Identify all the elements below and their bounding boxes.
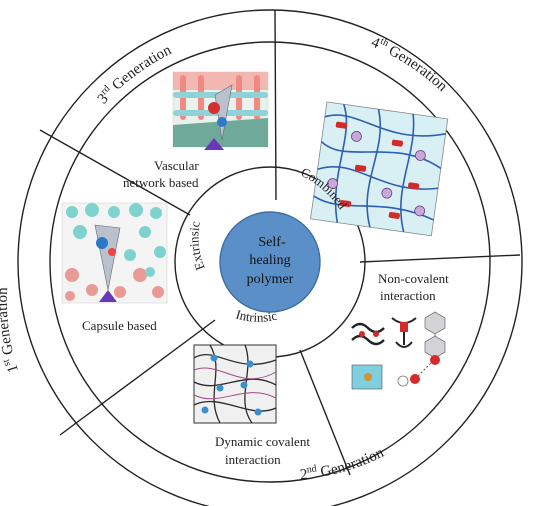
- divider-upper-left: [39, 129, 191, 216]
- capsule-label: Capsule based: [82, 318, 157, 333]
- vascular-label-line-2: network based: [123, 175, 199, 190]
- core-line-1: Self-: [258, 235, 286, 250]
- core-line-3: polymer: [247, 272, 294, 287]
- generation-1-label: 1st Generation: [0, 286, 22, 374]
- capsule-illustration: [61, 202, 168, 304]
- divider-bottom: [299, 349, 351, 476]
- divider-right: [359, 254, 521, 263]
- dynamic-covalent-label-line-2: interaction: [225, 452, 281, 467]
- noncovalent-illustration: [351, 311, 446, 390]
- divider-lower-left: [59, 319, 216, 436]
- vascular-network-illustration: [172, 71, 269, 150]
- core-circle: [219, 211, 321, 313]
- noncovalent-label-line-1: Non-covalent: [378, 271, 449, 286]
- intrinsic-label: Intrinsic: [234, 307, 279, 325]
- dynamic-covalent-illustration: [193, 344, 277, 424]
- dynamic-covalent-label-line-1: Dynamic covalent: [215, 434, 310, 449]
- noncovalent-label-line-2: interaction: [380, 288, 436, 303]
- core-line-2: healing: [249, 253, 290, 268]
- combined-network-illustration: [310, 101, 449, 237]
- vascular-label-line-1: Vascular: [154, 158, 199, 173]
- divider-top: [274, 9, 277, 201]
